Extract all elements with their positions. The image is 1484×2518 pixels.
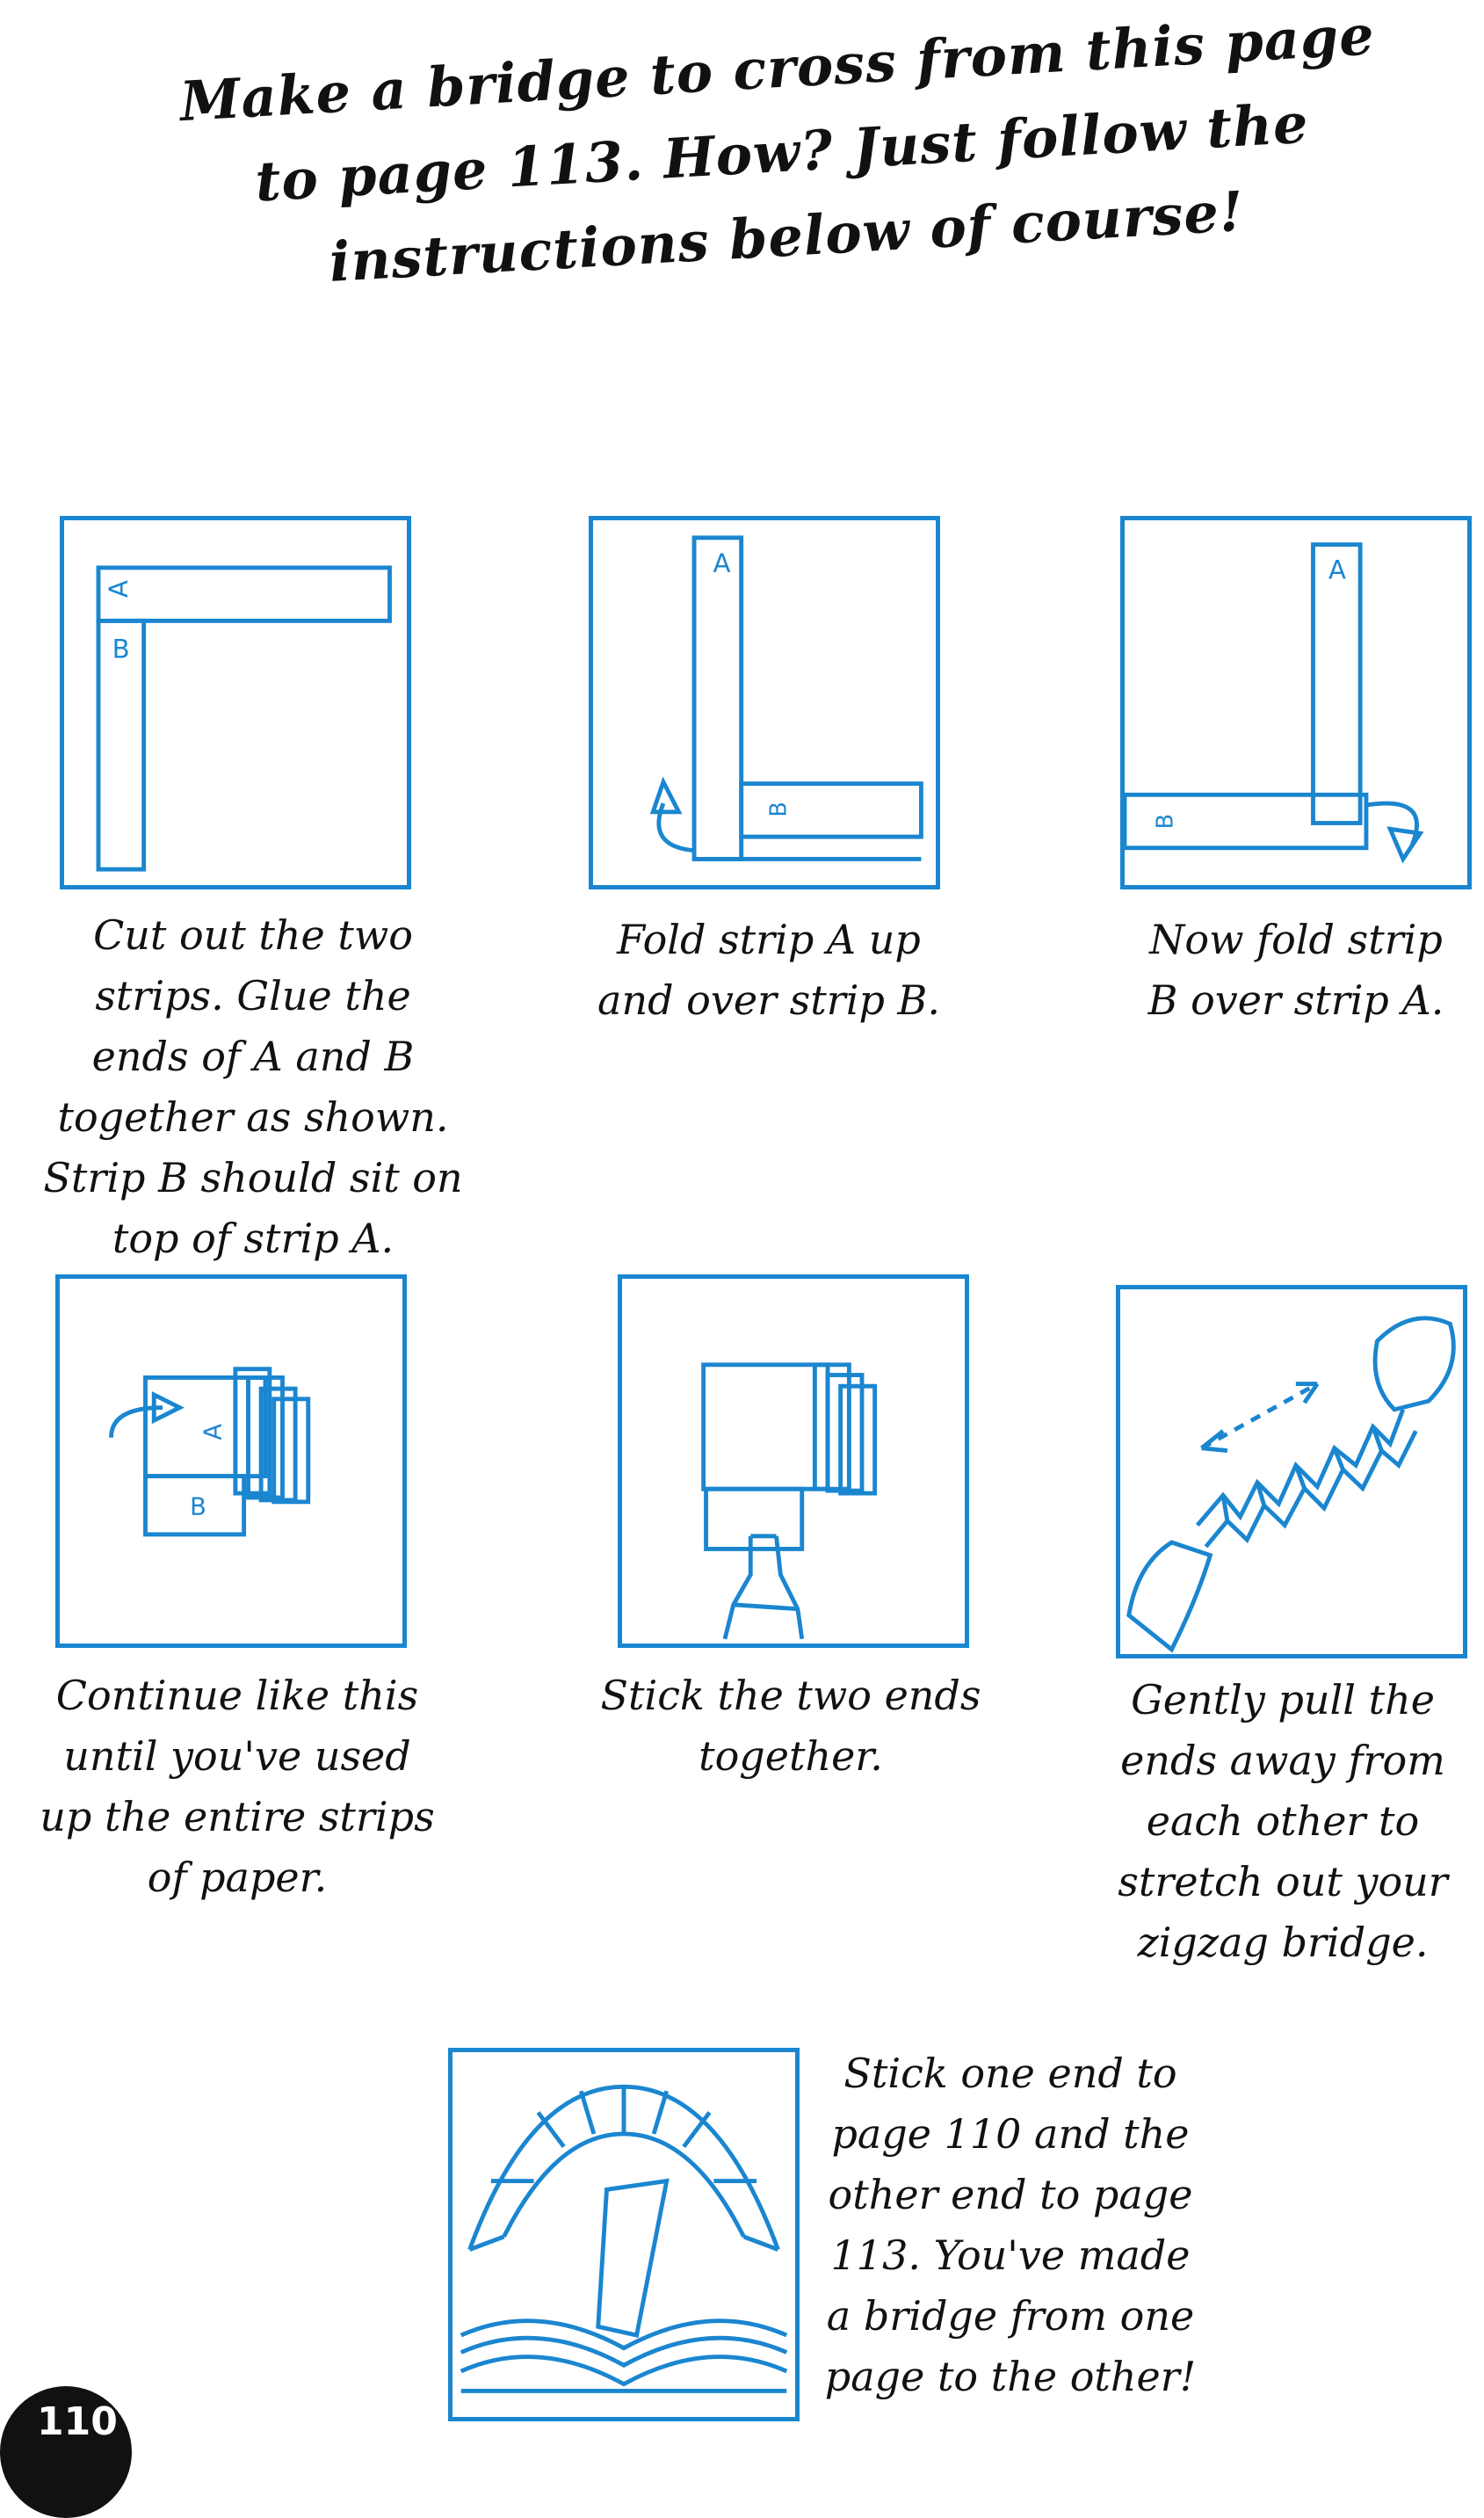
strip-b xyxy=(739,781,923,839)
page-number: 110 xyxy=(37,2399,118,2444)
step-4-illustration: A B xyxy=(55,1274,407,1648)
step-6-illustration xyxy=(1116,1285,1467,1658)
double-arrow-icon xyxy=(1200,1382,1319,1450)
strip-b-label: B xyxy=(1152,814,1178,829)
hand-icon xyxy=(722,1535,753,1640)
strip-a xyxy=(96,565,392,623)
open-book-icon xyxy=(460,2318,788,2351)
step-1-illustration: A B xyxy=(60,516,411,889)
fold-arrow-icon xyxy=(1365,801,1419,847)
strip-a-label: A xyxy=(713,548,731,578)
step-2-illustration: A B xyxy=(589,516,940,889)
strip-b-label: B xyxy=(764,802,791,816)
strip-a-label: A xyxy=(104,580,134,598)
strip-a xyxy=(691,535,744,861)
left-hand-icon xyxy=(1126,1540,1213,1653)
strip-a xyxy=(1311,542,1363,825)
strip-a-label: A xyxy=(199,1424,227,1440)
strip-b xyxy=(96,618,147,872)
step-3-illustration: A B xyxy=(1120,516,1472,889)
strip-b xyxy=(1125,792,1369,851)
step-7-illustration xyxy=(448,2048,800,2421)
strip-b-label: B xyxy=(190,1493,206,1520)
strip-b-label: B xyxy=(112,634,130,664)
right-hand-icon xyxy=(1372,1316,1456,1412)
page-heading: Make a bridge to cross from this page to… xyxy=(170,0,1394,314)
strip-b xyxy=(143,1474,247,1537)
step-5-illustration xyxy=(618,1274,969,1648)
strip-a-label: A xyxy=(1328,555,1346,585)
